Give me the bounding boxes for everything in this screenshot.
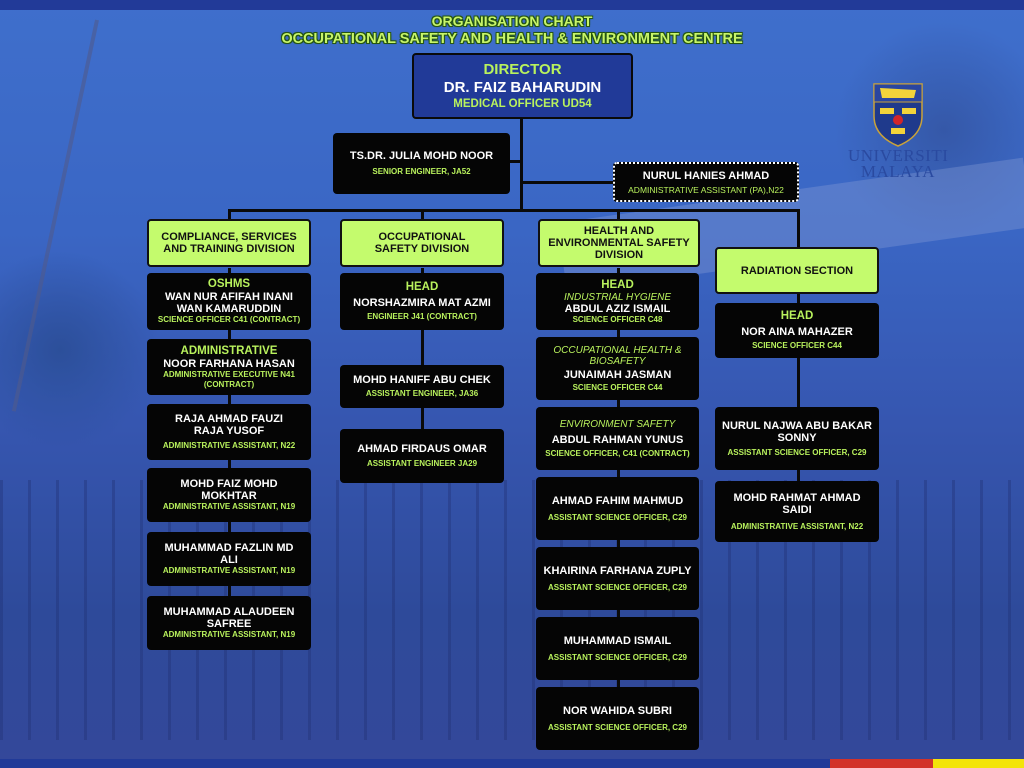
staff-name: KHAIRINA FARHANA ZUPLY [543, 564, 692, 577]
staff-rank: HEAD [601, 278, 634, 291]
staff-card[interactable]: OCCUPATIONAL HEALTH & BIOSAFETY JUNAIMAH… [536, 337, 699, 400]
staff-post: SENIOR ENGINEER, JA52 [372, 167, 471, 176]
staff-post: SCIENCE OFFICER C41 (CONTRACT) [157, 315, 301, 324]
staff-post: ASSISTANT ENGINEER, JA36 [365, 389, 479, 398]
director-rank: DIRECTOR [483, 61, 562, 78]
staff-rank: ADMINISTRATIVE [180, 344, 278, 357]
staff-card[interactable]: OSHMS WAN NUR AFIFAH INANI WAN KAMARUDDI… [147, 273, 311, 330]
staff-name: MUHAMMAD ALAUDEEN SAFREE [163, 606, 295, 630]
staff-card[interactable]: MOHD RAHMAT AHMAD SAIDI ADMINISTRATIVE A… [715, 481, 879, 542]
staff-card[interactable]: MUHAMMAD ISMAIL ASSISTANT SCIENCE OFFICE… [536, 617, 699, 680]
staff-post: ENGINEER J41 (CONTRACT) [367, 312, 477, 321]
background-pole [11, 19, 99, 412]
bottom-banner-bar [0, 759, 1024, 768]
staff-post: ASSISTANT SCIENCE OFFICER, C29 [548, 722, 687, 732]
connector-line [421, 209, 424, 221]
staff-name: NOR WAHIDA SUBRI [563, 704, 672, 717]
staff-name: NORSHAZMIRA MAT AZMI [353, 297, 491, 309]
director-post: MEDICAL OFFICER UD54 [453, 98, 592, 110]
staff-card[interactable]: AHMAD FAHIM MAHMUD ASSISTANT SCIENCE OFF… [536, 477, 699, 540]
connector-line [797, 209, 800, 249]
staff-card[interactable]: NOR WAHIDA SUBRI ASSISTANT SCIENCE OFFIC… [536, 687, 699, 750]
staff-card[interactable]: HEAD INDUSTRIAL HYGIENE ABDUL AZIZ ISMAI… [536, 273, 699, 330]
staff-post: ASSISTANT ENGINEER JA29 [366, 459, 478, 468]
staff-post: ASSISTANT SCIENCE OFFICER, C29 [548, 652, 687, 662]
staff-card[interactable]: HEAD NOR AINA MAHAZER SCIENCE OFFICER C4… [715, 303, 879, 358]
staff-post: ASSISTANT SCIENCE OFFICER, C29 [548, 512, 687, 522]
staff-post: ASSISTANT SCIENCE OFFICER, C29 [548, 582, 687, 592]
staff-rank: OSHMS [207, 278, 251, 290]
division-header-radiation[interactable]: RADIATION SECTION [715, 247, 879, 294]
staff-name: TS.DR. JULIA MOHD NOOR [349, 150, 494, 162]
director-name: DR. FAIZ BAHARUDIN [443, 79, 602, 96]
staff-unit: INDUSTRIAL HYGIENE [563, 291, 672, 303]
senior-engineer-box[interactable]: TS.DR. JULIA MOHD NOOR SENIOR ENGINEER, … [333, 133, 510, 194]
staff-card[interactable]: MUHAMMAD ALAUDEEN SAFREE ADMINISTRATIVE … [147, 596, 311, 650]
staff-post: SCIENCE OFFICER C44 [752, 341, 842, 350]
staff-post: SCIENCE OFFICER C44 [572, 382, 663, 392]
staff-post: SCIENCE OFFICER C48 [572, 314, 663, 324]
university-logo: UNIVERSITI MALAYA [848, 82, 948, 180]
division-header-compliance[interactable]: COMPLIANCE, SERVICES AND TRAINING DIVISI… [147, 219, 311, 267]
staff-name: AHMAD FIRDAUS OMAR [357, 443, 487, 455]
staff-name: MOHD RAHMAT AHMAD SAIDI [733, 491, 861, 516]
staff-post: ADMINISTRATIVE ASSISTANT, N19 [162, 502, 296, 511]
staff-post: ASSISTANT SCIENCE OFFICER, C29 [727, 447, 867, 457]
staff-unit: ENVIRONMENT SAFETY [559, 418, 676, 430]
logo-text-line2: MALAYA [860, 162, 936, 181]
division-header-health-environment[interactable]: HEALTH AND ENVIRONMENTAL SAFETY DIVISION [538, 219, 700, 267]
staff-card[interactable]: HEAD NORSHAZMIRA MAT AZMI ENGINEER J41 (… [340, 273, 504, 330]
staff-unit: OCCUPATIONAL HEALTH & BIOSAFETY [553, 344, 682, 367]
staff-rank: HEAD [780, 310, 814, 322]
staff-card[interactable]: ENVIRONMENT SAFETY ABDUL RAHMAN YUNUS SC… [536, 407, 699, 470]
connector-line [617, 209, 620, 221]
staff-name: RAJA AHMAD FAUZI RAJA YUSOF [175, 413, 283, 437]
staff-card[interactable]: AHMAD FIRDAUS OMAR ASSISTANT ENGINEER JA… [340, 429, 504, 483]
personal-assistant-box[interactable]: NURUL HANIES AHMAD ADMINISTRATIVE ASSIST… [613, 162, 799, 202]
staff-name: JUNAIMAH JASMAN [563, 368, 672, 381]
staff-post: ADMINISTRATIVE ASSISTANT, N22 [162, 441, 296, 450]
university-crest-icon [873, 83, 923, 147]
staff-name: WAN NUR AFIFAH INANI WAN KAMARUDDIN [165, 291, 293, 315]
staff-post: ADMINISTRATIVE ASSISTANT, N19 [162, 630, 296, 639]
chart-title: ORGANISATION CHART [431, 13, 593, 29]
connector-line [523, 181, 614, 184]
accent-stripe-yellow [933, 759, 1024, 768]
staff-name: MOHD FAIZ MOHD MOKHTAR [180, 478, 278, 502]
staff-card[interactable]: NURUL NAJWA ABU BAKAR SONNY ASSISTANT SC… [715, 407, 879, 470]
staff-post: ADMINISTRATIVE ASSISTANT, N22 [730, 521, 864, 531]
staff-name: NOOR FARHANA HASAN [163, 357, 295, 370]
staff-card[interactable]: MOHD FAIZ MOHD MOKHTAR ADMINISTRATIVE AS… [147, 468, 311, 522]
staff-card[interactable]: ADMINISTRATIVE NOOR FARHANA HASAN ADMINI… [147, 339, 311, 395]
staff-name: MOHD HANIFF ABU CHEK [353, 374, 491, 386]
connector-line [509, 160, 520, 163]
staff-post: SCIENCE OFFICER, C41 (CONTRACT) [545, 448, 690, 458]
staff-name: MUHAMMAD ISMAIL [563, 634, 672, 647]
staff-name: ABDUL AZIZ ISMAIL [564, 302, 671, 315]
top-banner-bar [0, 0, 1024, 10]
staff-post: ADMINISTRATIVE ASSISTANT, N19 [162, 566, 296, 575]
staff-card[interactable]: MUHAMMAD FAZLIN MD ALI ADMINISTRATIVE AS… [147, 532, 311, 586]
staff-name: NOR AINA MAHAZER [741, 326, 853, 338]
staff-card[interactable]: MOHD HANIFF ABU CHEK ASSISTANT ENGINEER,… [340, 365, 504, 408]
staff-name: NURUL HANIES AHMAD [642, 169, 770, 182]
connector-line [520, 118, 523, 211]
staff-card[interactable]: RAJA AHMAD FAUZI RAJA YUSOF ADMINISTRATI… [147, 404, 311, 460]
staff-card[interactable]: KHAIRINA FARHANA ZUPLY ASSISTANT SCIENCE… [536, 547, 699, 610]
staff-name: AHMAD FAHIM MAHMUD [551, 494, 684, 507]
connector-line [228, 209, 231, 221]
staff-rank: HEAD [405, 281, 439, 293]
division-header-occupational-safety[interactable]: OCCUPATIONAL SAFETY DIVISION [340, 219, 504, 267]
chart-subtitle: OCCUPATIONAL SAFETY AND HEALTH & ENVIRON… [281, 31, 743, 47]
staff-name: ABDUL RAHMAN YUNUS [551, 433, 684, 446]
staff-name: NURUL NAJWA ABU BAKAR SONNY [722, 419, 872, 444]
staff-post: ADMINISTRATIVE ASSISTANT (PA),N22 [628, 184, 784, 195]
logo-text-line1: UNIVERSITI [848, 146, 949, 165]
background-tree [0, 250, 160, 450]
staff-name: MUHAMMAD FAZLIN MD ALI [164, 542, 294, 566]
connector-line [228, 209, 800, 212]
accent-stripe-red [830, 759, 933, 768]
director-box[interactable]: DIRECTOR DR. FAIZ BAHARUDIN MEDICAL OFFI… [412, 53, 633, 119]
staff-post: ADMINISTRATIVE EXECUTIVE N41 (CONTRACT) [163, 369, 295, 389]
